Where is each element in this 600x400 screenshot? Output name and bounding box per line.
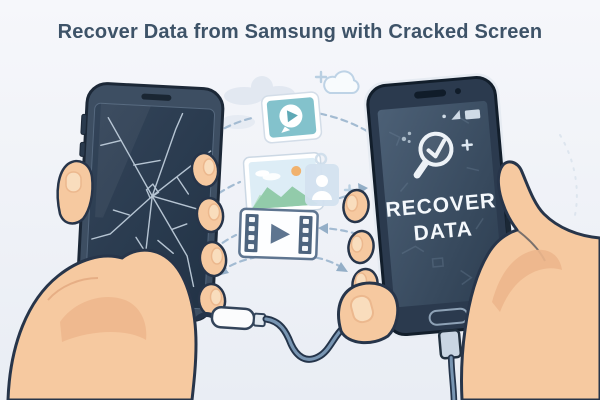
scan-dots-icon — [401, 131, 412, 144]
plus-sparkle-icon — [461, 139, 473, 151]
contact-icon — [305, 152, 339, 206]
usb-plug — [437, 329, 463, 400]
recovery-phone: RECOVER DATA — [363, 73, 519, 400]
thumbnail — [349, 294, 375, 324]
video-thumbnail-icon — [260, 91, 323, 144]
recovery-phone-screen — [377, 100, 504, 308]
right-palm — [459, 160, 600, 400]
speaker-slot — [141, 93, 172, 101]
magnifier-check-icon — [413, 131, 454, 179]
signal-icon — [451, 110, 461, 120]
volume-button — [80, 113, 88, 135]
cloud-outline-icon — [323, 70, 360, 95]
power-button — [79, 141, 86, 157]
arrow-bottom-arc — [219, 253, 346, 274]
screen-text-line2: DATA — [413, 217, 474, 245]
play-icon — [270, 223, 290, 244]
battery-icon — [464, 109, 481, 120]
screen-doodles — [388, 117, 484, 286]
thumbnail — [65, 171, 82, 193]
status-bar-icons — [442, 109, 481, 120]
page-title: Recover Data from Samsung with Cracked S… — [58, 21, 543, 43]
mountains-icon — [251, 186, 319, 210]
camera-dot — [454, 88, 461, 95]
right-hand — [337, 160, 600, 400]
usb-connector — [210, 305, 267, 331]
play-icon — [286, 110, 298, 123]
film-strip-icon — [238, 207, 319, 261]
sun-icon — [291, 166, 302, 177]
speaker-slot — [414, 89, 447, 99]
